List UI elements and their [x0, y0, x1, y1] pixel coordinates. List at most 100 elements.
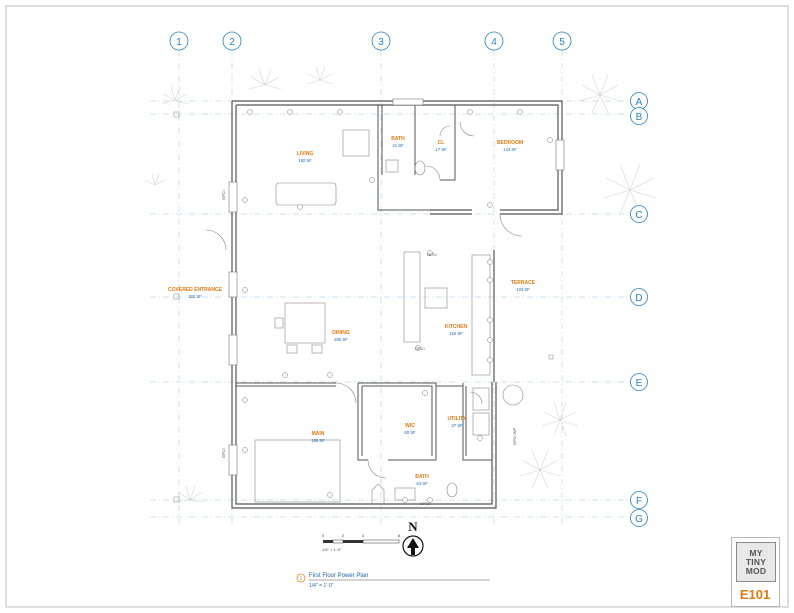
shower [371, 483, 385, 505]
gfci-label: GFCI [427, 252, 437, 257]
room-area-kitchen: 152 SF [449, 331, 463, 336]
room-area-utility: 37 SF [451, 423, 463, 428]
grid-bubble-row-f: F [630, 491, 648, 509]
landscape-foliage [144, 66, 657, 503]
grid-label-column-3: 3 [378, 37, 384, 48]
room-area-bath-2: 64 SF [416, 481, 428, 486]
grid-markers [173, 111, 554, 503]
door-swings [205, 121, 523, 479]
room-name-living: LIVING [297, 151, 314, 157]
exterior-walls [231, 100, 563, 509]
sofa [275, 182, 337, 206]
drawing-number: 1 [300, 576, 303, 582]
grid-label-column-5: 5 [559, 37, 565, 48]
scale-tick-8: 8 [398, 533, 401, 538]
gfci-wp-label: GFCI WP [512, 428, 517, 445]
grid-label-column-4: 4 [491, 37, 497, 48]
room-name-kitchen: KITCHEN [445, 324, 468, 330]
room-name-terrace: TERRACE [511, 280, 536, 286]
gfci-label: GFCI [420, 501, 430, 506]
room-area-covered-entrance: 322 SF [188, 294, 202, 299]
grid-label-row-c: C [635, 210, 642, 221]
room-area-terrace: 103 SF [516, 287, 530, 292]
grid-label-row-f: F [636, 496, 642, 507]
sheet-number: E101 [739, 587, 771, 602]
bed [254, 439, 341, 503]
gfci-label: GFCI [221, 190, 226, 200]
outlet-labels: GFCI GFCI GFCI GFCI GFCI GFCI WP [221, 190, 517, 506]
kitchen-island [403, 251, 421, 343]
grid-bubble-column-4: 4 [484, 31, 504, 51]
scale-bar-label: 1/4" = 1'-0" [322, 547, 342, 552]
grid-label-column-1: 1 [176, 37, 182, 48]
title-block: MY TINY MOD E101 [731, 537, 780, 607]
grid-label-row-e: E [636, 378, 643, 389]
grid-bubble-row-d: D [630, 288, 648, 306]
north-arrow: N [402, 519, 424, 557]
toilet-2 [446, 482, 458, 498]
outlets [242, 109, 553, 503]
scale-bar: 0 2 4 8 1/4" = 1'-0" [322, 533, 401, 552]
grid-bubble-row-e: E [630, 373, 648, 391]
room-name-bath: BATH [391, 136, 405, 142]
interior-walls [236, 105, 492, 461]
logo-line-2: TINY [745, 556, 767, 567]
logo-line-3: MOD [745, 565, 767, 576]
grid-label-row-b: B [636, 112, 643, 123]
washer [472, 387, 490, 411]
dining-chair [311, 344, 323, 354]
toilet [414, 160, 426, 176]
gfci-label: GFCI [221, 448, 226, 458]
drawing-title-text: First Floor Power Plan [309, 573, 368, 579]
bath-sink [385, 159, 399, 173]
kitchen-counter [471, 254, 491, 376]
room-name-main: MAIN [312, 431, 325, 437]
north-arrow-label: N [408, 519, 418, 534]
room-name-closet: CL [438, 140, 445, 146]
windows [228, 98, 565, 476]
armchair [342, 129, 370, 157]
drawing-title: 1 First Floor Power Plan 1/4" = 1'-0" [296, 573, 490, 589]
grid-bubble-column-3: 3 [371, 31, 391, 51]
furniture [254, 129, 524, 505]
grid-label-row-a: A [636, 97, 643, 108]
sheet-border [5, 5, 789, 608]
grid-bubble-column-1: 1 [169, 31, 189, 51]
room-name-bath-2: BATH [415, 474, 429, 480]
room-area-wic: 60 SF [404, 430, 416, 435]
gfci-label: GFCI [415, 346, 425, 351]
range [424, 287, 448, 309]
room-name-dining: DINING [332, 330, 350, 336]
room-labels: LIVING 192 SF BATH 41 SF CL 17 SF BEDROO… [168, 136, 536, 486]
room-name-utility: UTILITY [448, 416, 468, 422]
grid-bubble-row-g: G [630, 509, 648, 527]
room-area-dining: 200 SF [334, 337, 348, 342]
grid-bubble-column-2: 2 [222, 31, 242, 51]
grid-label-column-2: 2 [229, 37, 235, 48]
north-arrow-icon [407, 538, 419, 555]
grid-bubble-row-c: C [630, 205, 648, 223]
grid-bubble-column-5: 5 [552, 31, 572, 51]
grid-bubble-row-a: A [630, 92, 648, 110]
scale-tick-0: 0 [322, 533, 325, 538]
room-name-covered-entrance: COVERED ENTRANCE [168, 287, 223, 293]
dining-table [284, 302, 326, 344]
grid-bubble-row-b: B [630, 107, 648, 125]
room-area-bath: 41 SF [392, 143, 404, 148]
scale-tick-2: 2 [342, 533, 345, 538]
dryer [472, 412, 490, 436]
room-name-bedroom: BEDROOM [497, 140, 523, 146]
dining-chair [286, 344, 298, 354]
grid-label-row-g: G [635, 514, 643, 525]
scale-tick-4: 4 [362, 533, 365, 538]
room-area-main: 185 SF [311, 438, 325, 443]
room-area-closet: 17 SF [435, 147, 447, 152]
company-logo: MY TINY MOD [736, 542, 776, 582]
grid-label-row-d: D [635, 293, 642, 304]
ac-unit [502, 384, 524, 406]
room-name-wic: WIC [405, 423, 415, 429]
dining-chair [274, 317, 284, 329]
drawing-scale-text: 1/4" = 1'-0" [309, 583, 334, 589]
logo-line-1: MY [749, 547, 763, 558]
